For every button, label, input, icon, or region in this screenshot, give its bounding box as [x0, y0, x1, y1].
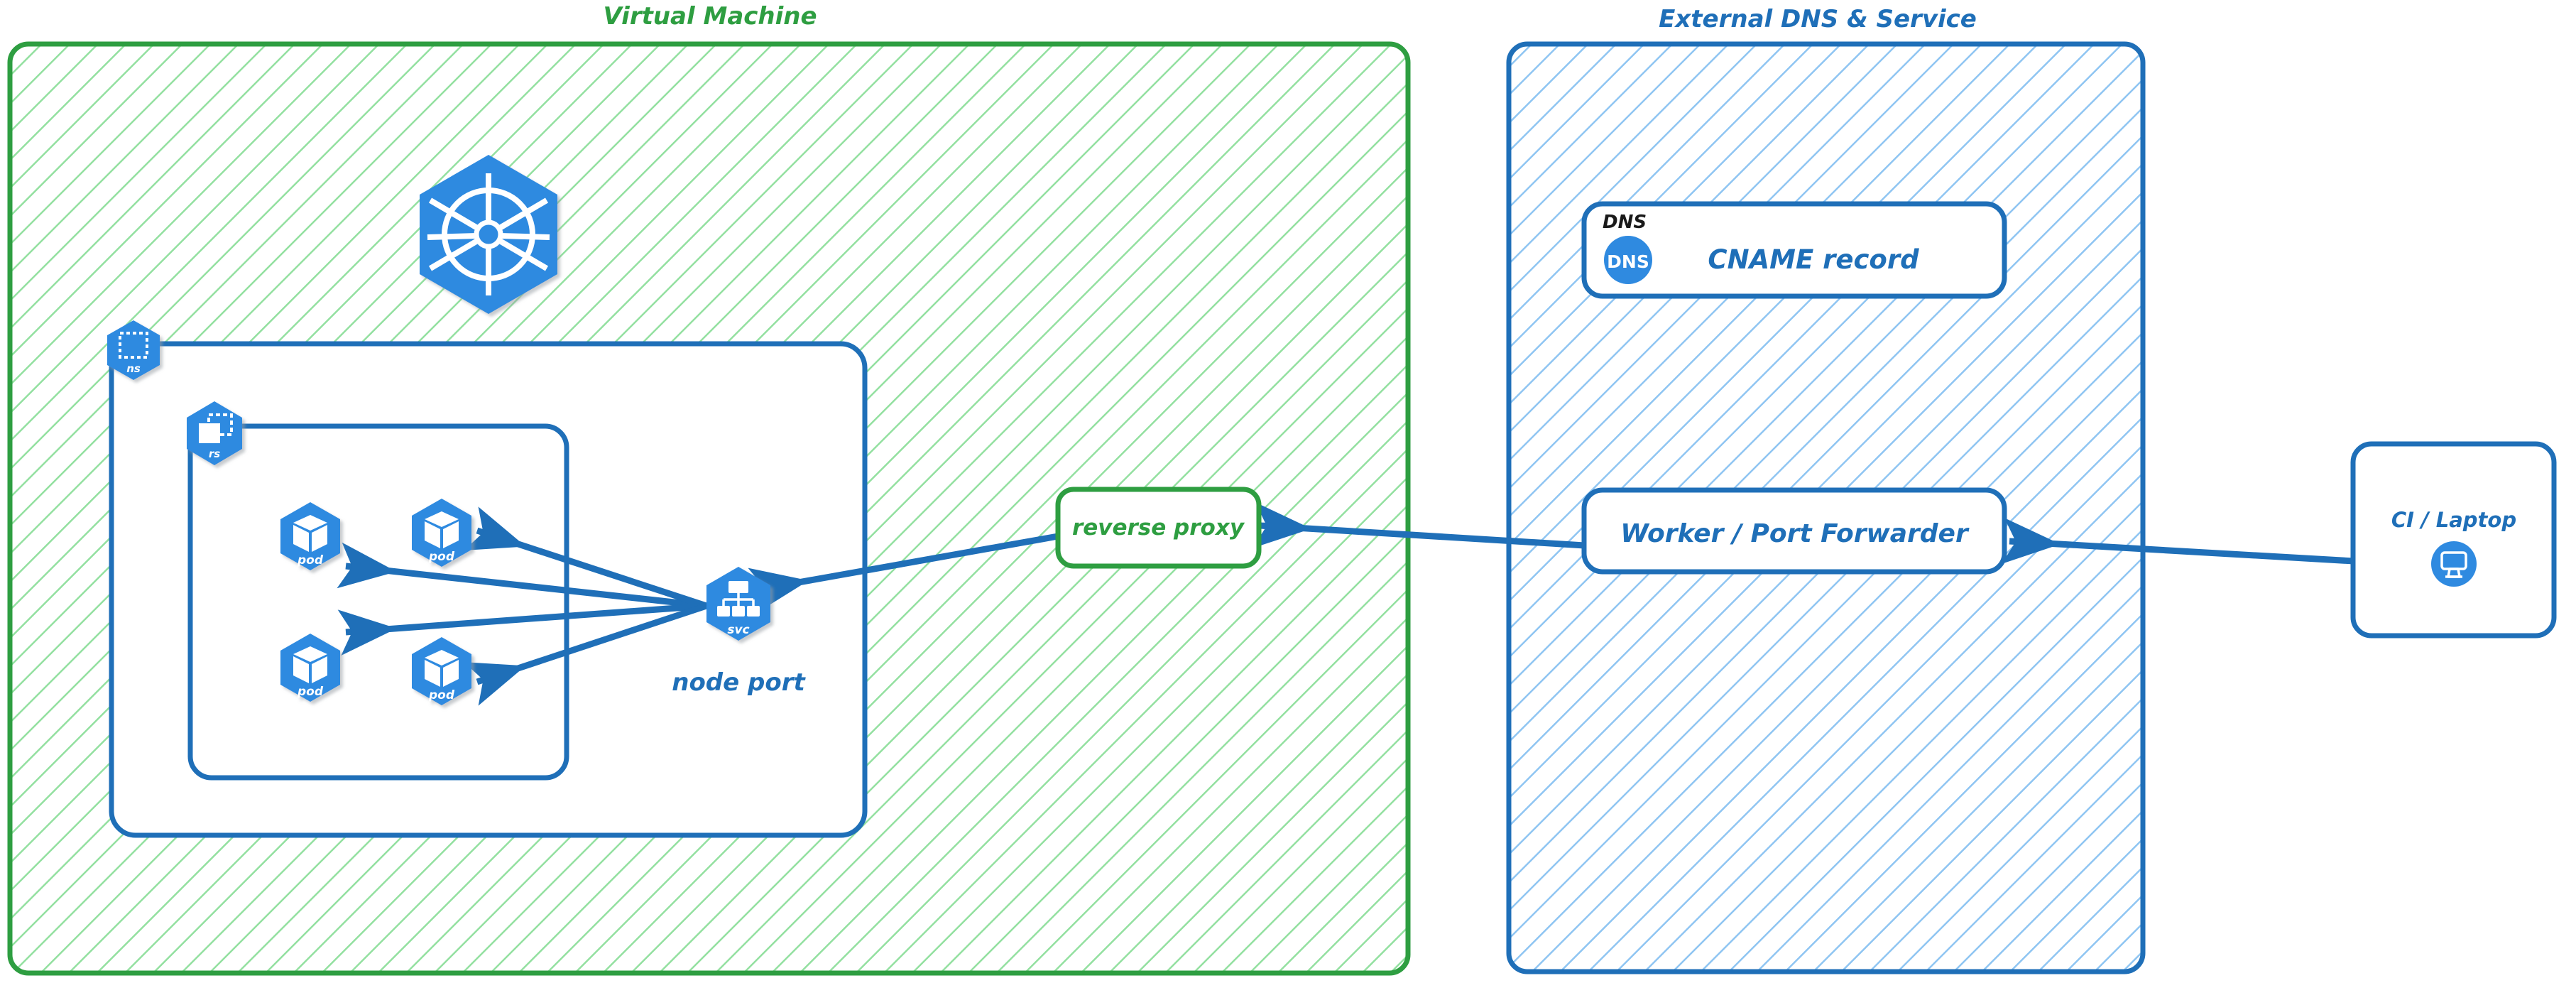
- node-port-label: node port: [672, 668, 806, 697]
- pod-icon-3: pod: [280, 634, 340, 702]
- edge-service-to-pod-3: [337, 602, 707, 656]
- replicaset-icon: rs: [187, 401, 242, 465]
- dns-record-node[interactable]: DNS DNS CNAME record: [1581, 201, 2007, 299]
- zone-external-title: External DNS & Service: [1659, 5, 1977, 33]
- worker-port-forwarder-label: Worker / Port Forwarder: [1620, 519, 1970, 548]
- reverse-proxy-node[interactable]: reverse proxy: [1055, 487, 1262, 569]
- dns-badge-label: DNS: [1607, 251, 1649, 272]
- reverse-proxy-box[interactable]: [1055, 487, 1262, 569]
- client-node[interactable]: CI / Laptop: [2350, 441, 2557, 639]
- service-icon-label: svc: [727, 623, 749, 637]
- edge-service-to-pod-4: [464, 602, 708, 706]
- edge-reverse-proxy-to-service: [748, 533, 1059, 614]
- edge-worker-to-reverse-proxy: [1252, 502, 1586, 549]
- client-box[interactable]: [2350, 441, 2557, 639]
- pod-icon-4-label: pod: [428, 688, 455, 702]
- service-icon: svc: [706, 567, 770, 641]
- edge-group-service-to-pods: [337, 506, 708, 706]
- edge-service-to-pod-1: [337, 542, 707, 609]
- worker-port-forwarder-node[interactable]: Worker / Port Forwarder: [1581, 487, 2007, 575]
- kubernetes-logo-icon: [420, 155, 557, 314]
- client-label: CI / Laptop: [2391, 508, 2516, 532]
- edge-client-to-worker: [2002, 518, 2354, 565]
- pod-icon-4: pod: [412, 637, 471, 705]
- dns-box-header: DNS: [1603, 212, 1647, 233]
- zone-vm-title: Virtual Machine: [603, 2, 817, 31]
- namespace-icon: ns: [107, 320, 160, 380]
- pod-icon-1-label: pod: [297, 553, 324, 567]
- pod-icon-3-label: pod: [297, 685, 324, 699]
- edge-service-to-pod-2: [464, 506, 708, 609]
- reverse-proxy-label: reverse proxy: [1072, 515, 1245, 541]
- worker-port-forwarder-box[interactable]: [1581, 487, 2007, 575]
- dns-badge-icon: [1604, 236, 1652, 284]
- dns-record-text: CNAME record: [1708, 244, 1919, 275]
- pod-icon-1: pod: [280, 502, 340, 570]
- pod-icon-2: pod: [412, 499, 471, 567]
- replicaset-icon-label: rs: [209, 447, 220, 460]
- replicaset-container: [187, 423, 569, 781]
- pod-icon-2-label: pod: [428, 550, 455, 564]
- namespace-icon-label: ns: [126, 362, 141, 375]
- monitor-icon: [2431, 541, 2477, 587]
- dns-record-box[interactable]: [1581, 201, 2007, 299]
